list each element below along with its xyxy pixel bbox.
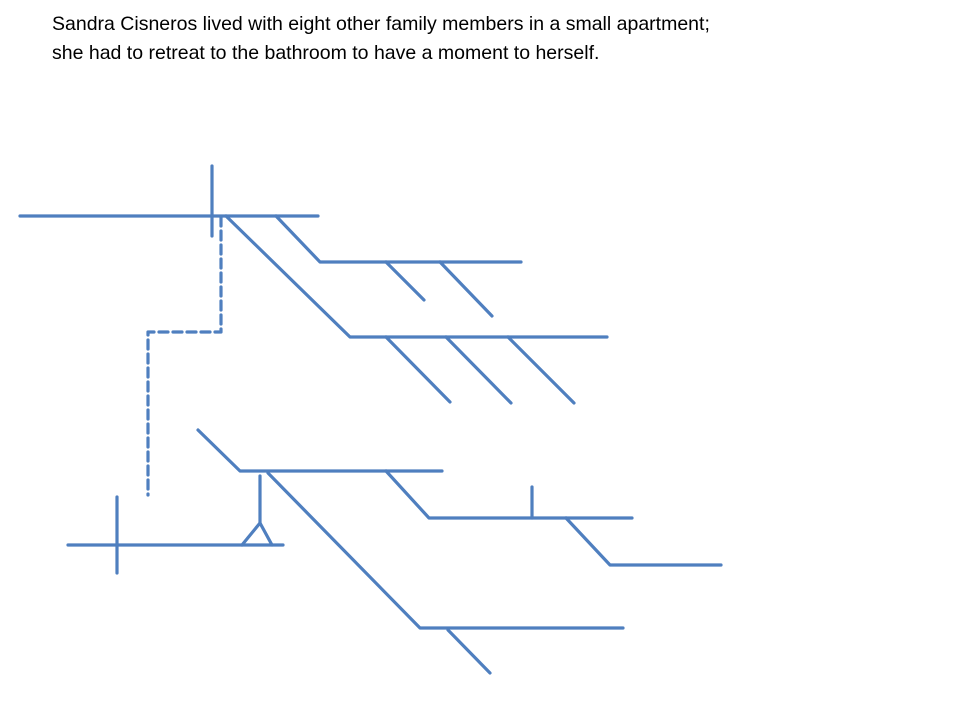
pedestal-legs xyxy=(240,521,274,547)
modifier-other xyxy=(438,260,494,318)
prepositional-phrase-in xyxy=(224,214,609,339)
modifier-a xyxy=(384,335,452,404)
prepositional-phrase-to-bathroom xyxy=(384,469,634,520)
modifier-family xyxy=(506,335,576,405)
modifier-small xyxy=(444,335,513,405)
clause-connector-dashed xyxy=(146,215,223,497)
sentence-line-2: she had to retreat to the bathroom to ha… xyxy=(52,42,600,64)
modifier-eight xyxy=(384,260,426,302)
prepositional-phrase-to-herself xyxy=(266,471,625,630)
prepositional-phrase-with xyxy=(274,214,523,264)
infinitive-to-have xyxy=(564,516,723,567)
sentence-text: Sandra Cisneros lived with eight other f… xyxy=(52,10,932,68)
sentence-line-1: Sandra Cisneros lived with eight other f… xyxy=(52,13,710,35)
infinitive-to-retreat xyxy=(196,428,444,473)
modifier-moment xyxy=(446,628,492,675)
